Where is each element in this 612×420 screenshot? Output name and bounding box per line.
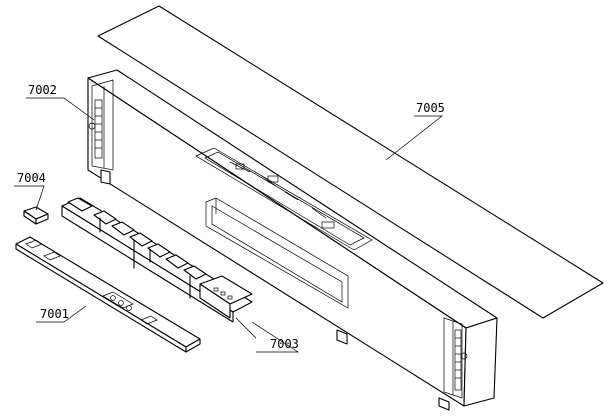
leader-7004 [14, 185, 45, 211]
leader-7002 [26, 97, 95, 121]
part-7004-button-cap [23, 206, 49, 225]
label-7001: 7001 [40, 307, 69, 321]
leader-7001 [36, 305, 87, 323]
part-7003-circuit-board [61, 197, 257, 339]
label-7003: 7003 [270, 337, 299, 351]
label-7004: 7004 [17, 171, 46, 185]
leader-lines [14, 97, 444, 353]
part-7001-front-strip [15, 236, 201, 353]
label-7005: 7005 [416, 101, 445, 115]
leader-7005 [385, 115, 444, 161]
part-7005-sheet [97, 5, 604, 319]
label-7002: 7002 [28, 83, 57, 97]
leader-7003 [251, 321, 300, 353]
part-7002-control-panel [87, 69, 498, 411]
